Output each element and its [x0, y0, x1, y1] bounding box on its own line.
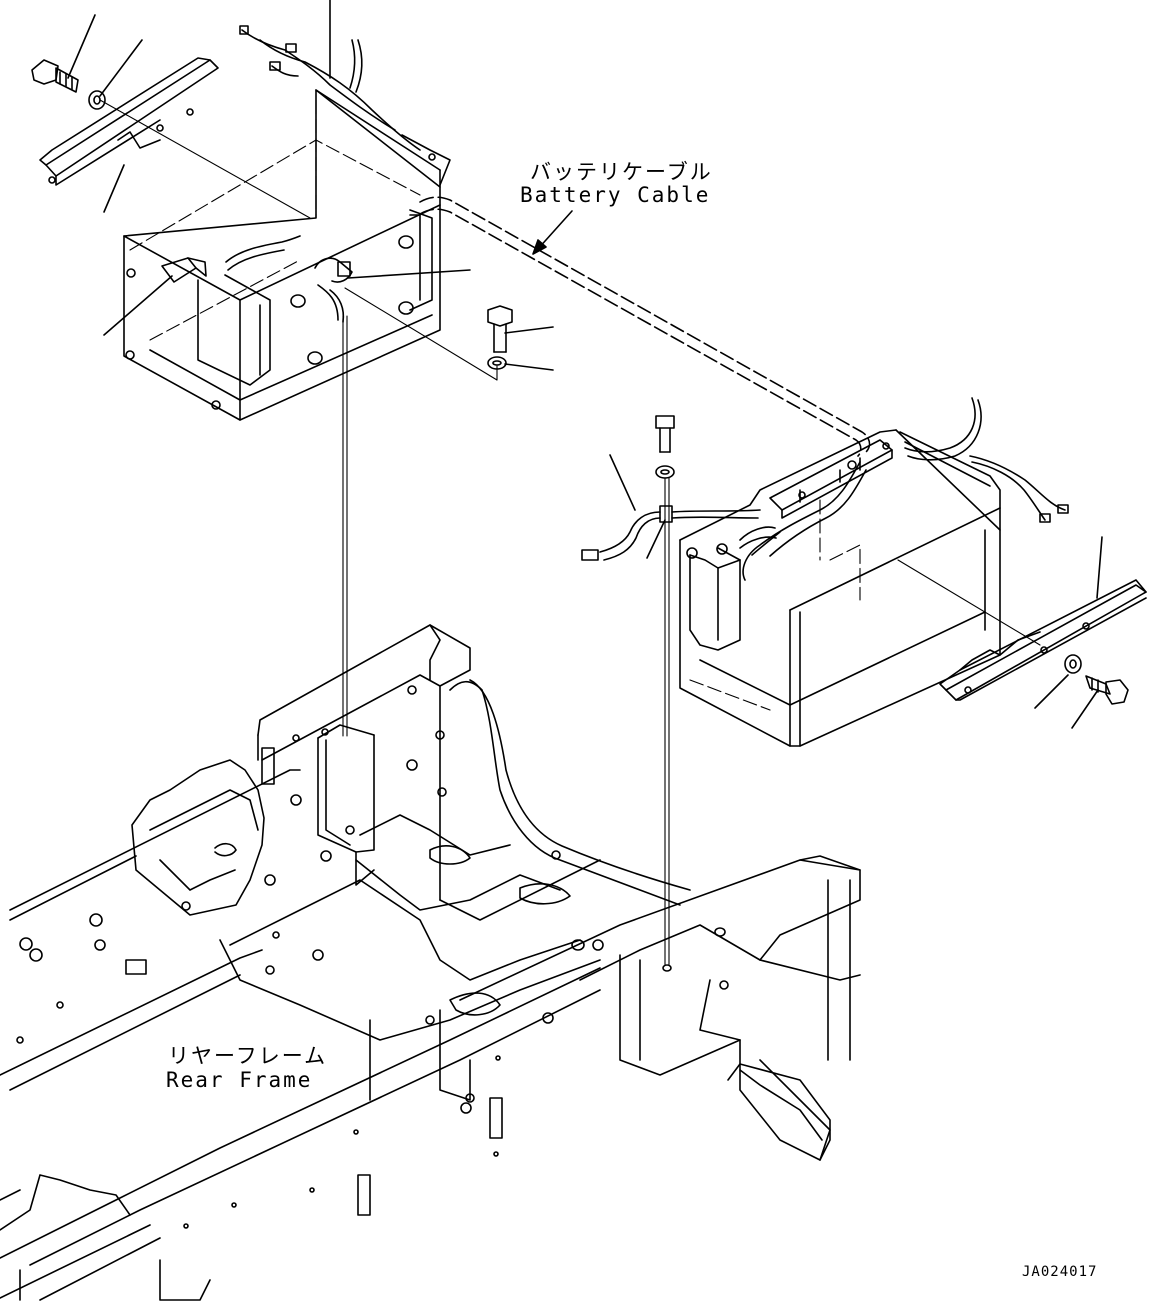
right-battery-box	[679, 397, 1069, 747]
callout-leaders	[67, 0, 1103, 729]
right-retainer-bar	[939, 579, 1147, 701]
center-bolt	[487, 305, 513, 353]
drawing-code: JA024017	[1022, 1264, 1098, 1280]
left-battery-box	[123, 25, 451, 421]
terminal-bolt	[655, 415, 675, 453]
terminal-washer	[655, 465, 675, 479]
rear-frame	[0, 624, 861, 1301]
left-washer	[88, 90, 106, 110]
left-bolt	[31, 59, 79, 93]
battery-cable	[419, 196, 871, 457]
rear-frame-label-en: Rear Frame	[166, 1068, 313, 1092]
battery-cable-label-en: Battery Cable	[520, 183, 711, 207]
right-washer	[1064, 654, 1082, 674]
left-retainer-bar	[39, 57, 219, 186]
ground-cable	[581, 505, 761, 561]
rear-frame-label-jp: リヤーフレーム	[168, 1044, 328, 1068]
battery-cable-label-jp: バッテリケーブル	[530, 160, 713, 184]
right-bolt	[1085, 675, 1129, 705]
